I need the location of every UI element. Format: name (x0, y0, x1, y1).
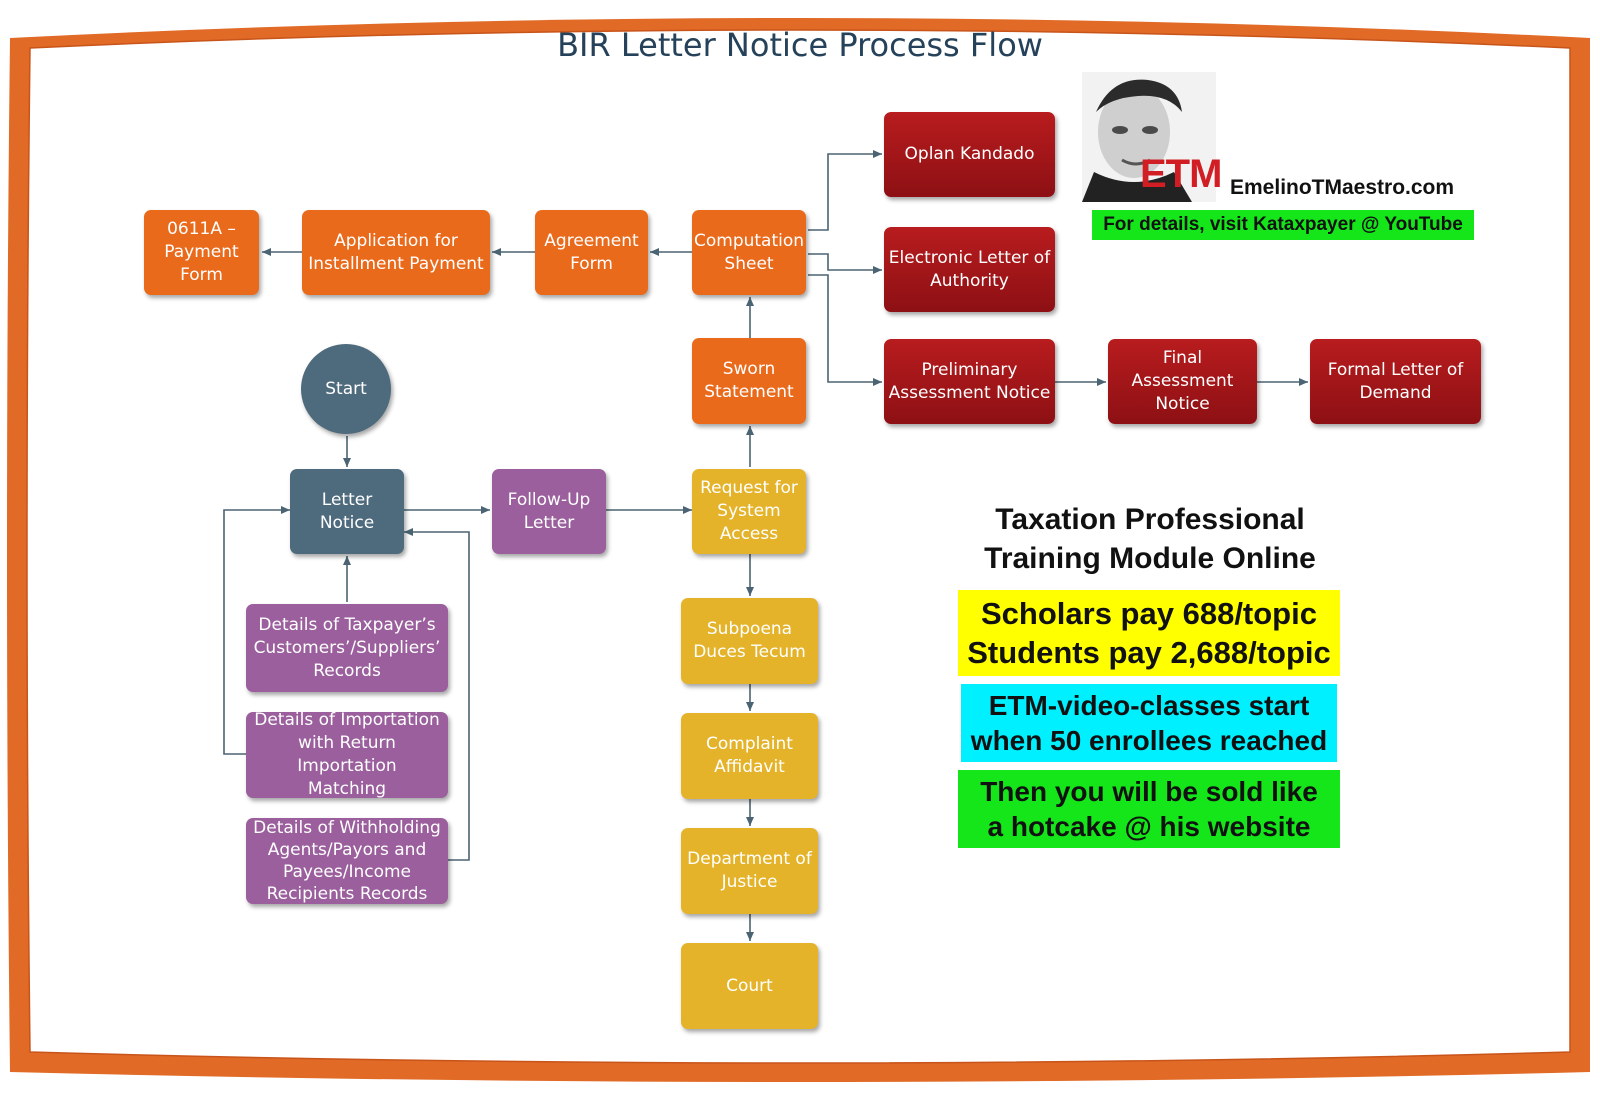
promo-hotcake: Then you will be sold like a hotcake @ h… (958, 770, 1340, 848)
node-electronic-loa: Electronic Letter of Authority (884, 227, 1055, 312)
node-start: Start (301, 344, 391, 434)
promo-heading: Taxation Professional Training Module On… (984, 503, 1316, 575)
node-formal-letter-of-demand: Formal Letter of Demand (1310, 339, 1481, 424)
node-sworn-statement: Sworn Statement (692, 338, 806, 424)
arrow-computation-to-pan (808, 274, 882, 386)
node-0611a-payment-form: 0611A – Payment Form (144, 210, 259, 295)
node-details-withholding: Details of Withholding Agents/Payors and… (246, 818, 448, 904)
node-details-customers-suppliers: Details of Taxpayer’s Customers’/Supplie… (246, 604, 448, 692)
node-preliminary-assessment-notice: Preliminary Assessment Notice (884, 339, 1055, 424)
arrow-withholding-to-letter (404, 528, 470, 861)
node-request-system-access: Request for System Access (692, 469, 806, 554)
node-details-importation: Details of Importation with Return Impor… (246, 710, 448, 799)
page-title: BIR Letter Notice Process Flow (557, 26, 1043, 64)
node-installment-application: Application for Installment Payment (302, 210, 490, 295)
youtube-banner: For details, visit Kataxpayer @ YouTube (1092, 210, 1474, 240)
node-complaint-affidavit: Complaint Affidavit (681, 713, 818, 799)
node-follow-up-letter: Follow-Up Letter (492, 469, 606, 554)
node-subpoena-duces-tecum: Subpoena Duces Tecum (681, 598, 818, 684)
node-department-of-justice: Department of Justice (681, 828, 818, 914)
arrow-computation-to-oplan (808, 150, 882, 231)
etm-logo: ETM (1140, 152, 1222, 196)
node-oplan-kandado: Oplan Kandado (884, 112, 1055, 197)
author-photo (1082, 72, 1216, 202)
node-letter-notice: Letter Notice (290, 469, 404, 554)
arrow-computation-to-ela (808, 253, 882, 274)
arrow-importation-to-letter (223, 506, 290, 755)
node-computation-sheet: Computation Sheet (692, 210, 806, 295)
node-court: Court (681, 943, 818, 1029)
website-label: EmelinoTMaestro.com (1230, 176, 1455, 199)
promo-pricing: Scholars pay 688/topic Students pay 2,68… (958, 590, 1340, 676)
node-agreement-form: Agreement Form (535, 210, 648, 295)
node-final-assessment-notice: Final Assessment Notice (1108, 339, 1257, 424)
promo-classes: ETM-video-classes start when 50 enrollee… (961, 684, 1337, 762)
